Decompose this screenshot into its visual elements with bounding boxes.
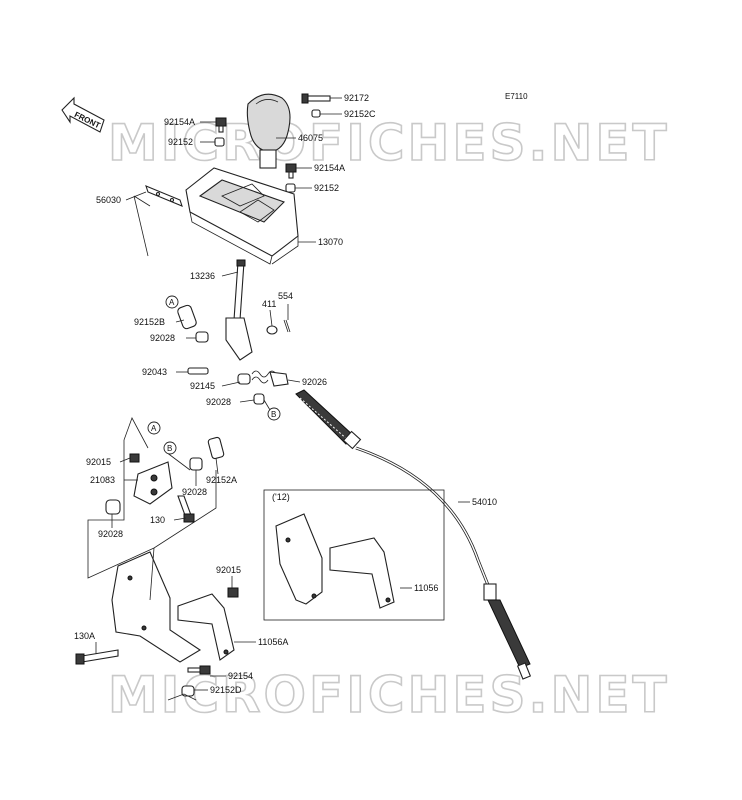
label-11056: 11056 <box>414 583 438 593</box>
inset-box-12: ('12) <box>263 489 445 621</box>
label-411: 411 <box>262 299 276 309</box>
label-92152b: 92152B <box>134 317 165 327</box>
bracket-56030 <box>133 185 183 257</box>
label-92043: 92043 <box>142 367 167 377</box>
collar-92152-right <box>285 183 296 193</box>
label-21083: 21083 <box>90 475 115 485</box>
label-92152a: 92152A <box>206 475 237 485</box>
label-13070: 13070 <box>318 237 343 247</box>
collar-92152b <box>177 304 197 330</box>
label-92028-a: 92028 <box>150 333 175 343</box>
bolt-130a <box>75 649 119 665</box>
label-92154a-top: 92154A <box>164 117 195 127</box>
label-56030: 56030 <box>96 195 121 205</box>
label-92028-c: 92028 <box>182 487 207 497</box>
ref-marker-b-bottom: B <box>163 441 177 455</box>
cable-54010 <box>295 389 532 680</box>
label-130a: 130A <box>74 631 95 641</box>
svg-text:A: A <box>151 424 157 433</box>
shift-knob-46075 <box>246 93 291 169</box>
nut-92015-a <box>129 453 140 463</box>
bushing-92028-a <box>195 331 209 343</box>
label-92145: 92145 <box>190 381 215 391</box>
watermark-top: MICROFICHES.NET <box>108 114 670 172</box>
svg-text:B: B <box>167 444 172 453</box>
front-arrow-icon: FRONT <box>61 96 105 133</box>
label-92152-top: 92152 <box>168 137 193 147</box>
label-92152-right: 92152 <box>314 183 339 193</box>
diagram-code: E7110 <box>505 92 528 101</box>
spring-92145 <box>237 370 277 385</box>
pin-554 <box>283 319 291 333</box>
console-13070 <box>185 167 299 265</box>
label-92154a-right: 92154A <box>314 163 345 173</box>
washer-411 <box>266 325 278 335</box>
ref-marker-a-top: A <box>165 295 179 309</box>
cap-92152c <box>311 109 321 118</box>
leader-lines <box>95 97 470 691</box>
nut-92015-b <box>227 587 239 598</box>
label-92015-b: 92015 <box>216 565 241 575</box>
shift-lever-13236 <box>225 259 253 361</box>
label-54010: 54010 <box>472 497 497 507</box>
label-92026: 92026 <box>302 377 327 387</box>
bushing-92028-d <box>105 499 121 515</box>
label-11056a: 11056A <box>258 637 288 647</box>
svg-text:A: A <box>169 298 175 307</box>
bushing-92028-c <box>189 457 203 471</box>
year-note: ('12) <box>272 492 290 502</box>
label-92028-b: 92028 <box>206 397 231 407</box>
bracket-11056a <box>111 547 235 663</box>
group-box-lines <box>87 417 217 579</box>
bracket-21083 <box>133 461 173 505</box>
label-92154: 92154 <box>228 671 253 681</box>
ref-marker-a-bottom: A <box>147 421 161 435</box>
label-554: 554 <box>278 291 293 301</box>
svg-text:B: B <box>271 410 276 419</box>
label-92172: 92172 <box>344 93 369 103</box>
label-92015-a: 92015 <box>86 457 111 467</box>
label-92152c: 92152C <box>344 109 376 119</box>
cable-end-92026 <box>269 371 289 387</box>
ref-marker-b-top: B <box>267 407 281 421</box>
label-130: 130 <box>150 515 165 525</box>
collar-92152-top <box>214 137 225 147</box>
label-46075: 46075 <box>298 133 323 143</box>
leader-92152d-group <box>167 693 197 701</box>
bushing-92028-b <box>253 393 265 405</box>
label-92152d: 92152D <box>210 685 242 695</box>
bolt-92154 <box>187 665 211 675</box>
label-13236: 13236 <box>190 271 215 281</box>
watermark-bottom: MICROFICHES.NET <box>108 666 670 724</box>
collar-92152a <box>207 436 225 460</box>
bolt-92172 <box>301 93 331 104</box>
bolt-92154a-right <box>285 163 297 179</box>
label-92028-d: 92028 <box>98 529 123 539</box>
pin-92043 <box>187 367 209 375</box>
